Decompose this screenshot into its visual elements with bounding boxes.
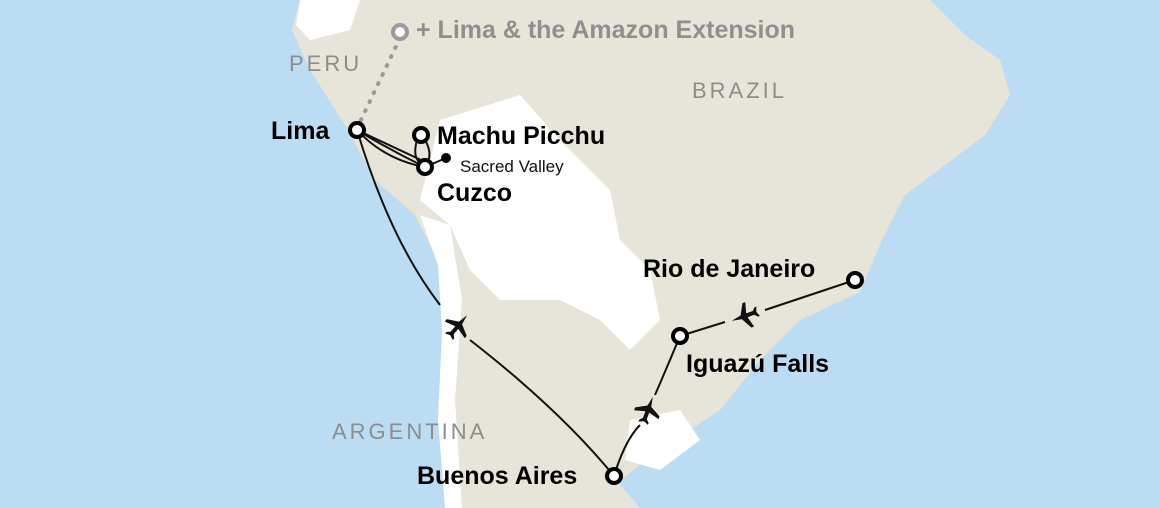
neighbor-country-ecuador [296, 0, 360, 40]
city-label-buenos-aires: Buenos Aires [417, 462, 578, 490]
neighbor-country-uruguay [625, 410, 700, 470]
neighbor-country-bolivia [420, 95, 620, 300]
city-label-machu-picchu: Machu Picchu [437, 122, 606, 150]
sacred-valley-dot-icon [441, 153, 451, 163]
extension-label: + Lima & the Amazon Extension [416, 16, 796, 44]
airplane-icon [444, 302, 760, 425]
country-label-argentina: ARGENTINA [332, 419, 488, 444]
country-label-brazil: BRAZIL [692, 78, 788, 103]
city-label-lima: Lima [271, 117, 330, 145]
city-label-rio: Rio de Janeiro [643, 255, 816, 283]
neighbor-country-chile [420, 215, 462, 508]
country-label-peru: PERU [289, 51, 363, 76]
city-label-iguazu: Iguazú Falls [686, 350, 830, 378]
city-label-sacred-valley: Sacred Valley [460, 157, 564, 176]
city-label-cuzco: Cuzco [437, 179, 512, 207]
neighbor-country-paraguay [560, 240, 660, 350]
city-marker-icon [348, 23, 864, 485]
